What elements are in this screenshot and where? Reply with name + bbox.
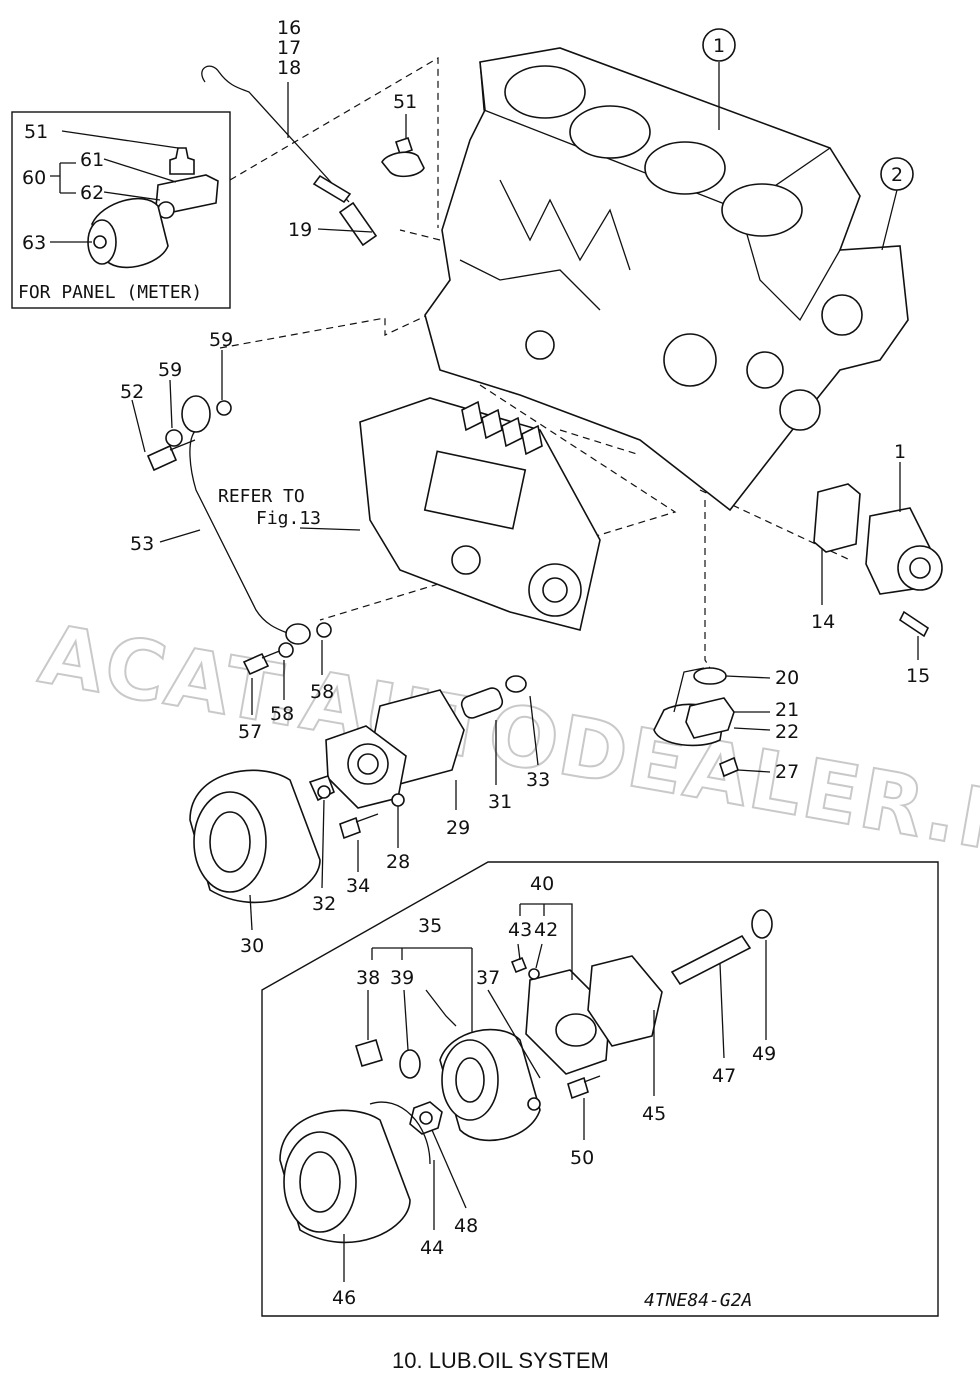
callout-48: 48 (454, 1215, 478, 1237)
figure-caption: 10. LUB.OIL SYSTEM (392, 1348, 609, 1373)
callout-17: 17 (277, 37, 301, 59)
callout-37: 37 (476, 967, 500, 989)
callout-61: 61 (80, 149, 104, 171)
callout-53: 53 (130, 533, 154, 555)
drawing-code: 4TNE84-G2A (644, 1290, 752, 1311)
callout-30: 30 (240, 935, 264, 957)
callout-labels: 16 17 18 19 51 51 61 60 62 63 1 2 1 14 1… (22, 17, 930, 1309)
callout-20: 20 (775, 667, 799, 689)
callout-50: 50 (570, 1147, 594, 1169)
callout-59-lower: 59 (158, 359, 182, 381)
callout-52: 52 (120, 381, 144, 403)
callout-33: 33 (526, 769, 550, 791)
callout-60: 60 (22, 167, 46, 189)
callout-2-circled: 2 (891, 164, 903, 186)
oil-pipe-assembly (131, 350, 332, 715)
oil-filter-bracket-group (308, 675, 539, 889)
oil-pump (813, 462, 943, 660)
callout-18: 18 (277, 57, 301, 79)
callout-42: 42 (534, 919, 558, 941)
callout-22: 22 (775, 721, 799, 743)
callout-40: 40 (530, 873, 554, 895)
oil-strainer (653, 667, 771, 778)
callout-46: 46 (332, 1287, 356, 1309)
callout-63: 63 (22, 232, 46, 254)
callout-15: 15 (906, 665, 930, 687)
callout-43: 43 (508, 919, 532, 941)
refer-note-line2: Fig.13 (256, 508, 321, 529)
callout-51-engine: 51 (393, 91, 417, 113)
oil-filter (189, 769, 321, 931)
refer-note-line1: REFER TO (218, 486, 305, 507)
callout-21: 21 (775, 699, 799, 721)
callout-58-upper: 58 (310, 681, 334, 703)
oil-cooler-group (261, 861, 939, 1317)
callout-28: 28 (386, 851, 410, 873)
callout-38: 38 (356, 967, 380, 989)
inset-label: FOR PANEL (METER) (18, 282, 202, 303)
callout-57: 57 (238, 721, 262, 743)
callout-16: 16 (277, 17, 301, 39)
callout-29: 29 (446, 817, 470, 839)
callout-35: 35 (418, 915, 442, 937)
callout-32: 32 (312, 893, 336, 915)
callout-49: 49 (752, 1043, 776, 1065)
injection-pump (359, 397, 601, 631)
callout-31: 31 (488, 791, 512, 813)
callout-58-lower: 58 (270, 703, 294, 725)
callout-19: 19 (288, 219, 312, 241)
callout-1-circled: 1 (713, 35, 725, 57)
watermark: ACAT.AUTODEALER.RU (33, 607, 980, 886)
callout-47: 47 (712, 1065, 736, 1087)
callout-39: 39 (390, 967, 414, 989)
dipstick-assembly (201, 65, 378, 247)
top-leader-lines (287, 62, 898, 251)
callout-45: 45 (642, 1103, 666, 1125)
callout-1: 1 (894, 441, 906, 463)
panel-meter-inset: FOR PANEL (METER) (11, 111, 231, 309)
callout-27: 27 (775, 761, 799, 783)
callout-34: 34 (346, 875, 370, 897)
callout-51-inset: 51 (24, 121, 48, 143)
callout-14: 14 (811, 611, 835, 633)
callout-62: 62 (80, 182, 104, 204)
cylinder-block (424, 47, 909, 512)
circled-callouts (702, 28, 914, 191)
callout-59-upper: 59 (209, 329, 233, 351)
callout-44: 44 (420, 1237, 444, 1259)
